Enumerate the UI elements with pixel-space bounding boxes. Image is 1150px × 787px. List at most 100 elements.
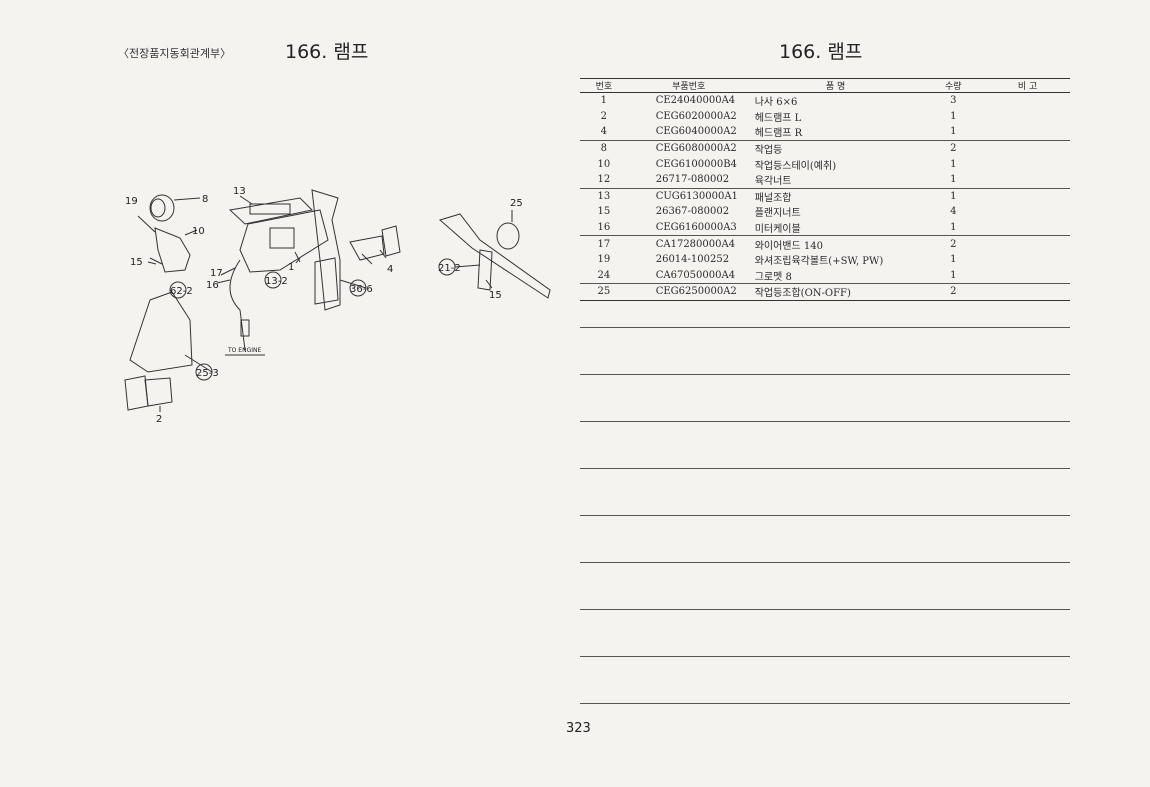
row-note [985,283,1070,301]
row-no: 12 [597,174,611,186]
callout-16: 16 [206,280,219,291]
ruled-line [580,327,1070,328]
exploded-parts-diagram: 19 8 10 15 62-2 13 17 16 13-2 1 36-6 4 2… [100,180,570,440]
ruled-line [580,609,1070,610]
work-lamp-assy-shape [496,222,520,250]
col-header-qty: 수량 [921,78,986,93]
parts-table: 번호 부품번호 품 명 수량 비 고 1 CE24040000A4 나사 6×6… [580,78,1070,301]
row-note [985,235,1070,252]
row-no: 17 [580,235,628,252]
callout-10: 10 [192,226,205,237]
row-part: CEG6250000A2 [627,283,750,301]
row-no: 15 [597,206,611,218]
ruled-line [580,374,1070,375]
row-no: 25 [580,283,628,301]
callout-15: 15 [130,257,143,268]
ruled-line [580,703,1070,704]
row-no: 10 [597,158,611,170]
row-note [985,252,1070,268]
callout-62-2: 62-2 [170,286,193,297]
callout-21-2: 21-2 [438,263,461,274]
row-note [985,93,1070,109]
callout-36-6: 36-6 [350,284,373,295]
row-no: 4 [600,126,608,138]
panel-bracket-shape [239,209,329,273]
row-no: 24 [597,269,611,281]
col-header-note: 비 고 [985,78,1070,93]
row-no: 19 [597,254,611,266]
col-header-no: 번호 [580,78,628,93]
parts-table-wrapper: 번호 부품번호 품 명 수량 비 고 1 CE24040000A4 나사 6×6… [580,78,1070,301]
table-row: 24 CA67050000A4 그로멧 8 1 [580,268,1070,284]
callout-15b: 15 [489,290,502,301]
engine-label: TO ENGINE [227,347,261,354]
work-lamp-shape [149,194,175,222]
row-name: 와셔조립육각볼트(+SW, PW) [754,256,884,268]
row-no: 8 [580,139,628,157]
row-qty: 4 [950,206,957,218]
table-row: 12 26717-080002 육각너트 1 [580,172,1070,188]
row-qty: 1 [950,126,957,138]
left-page-title: 166. 램프 [285,41,369,63]
row-name: 작업등스테이(예취) [754,160,837,172]
row-qty: 2 [921,139,986,157]
callout-17: 17 [210,268,223,279]
row-name: 나사 6×6 [754,97,798,109]
row-note [985,124,1070,140]
row-name: 작업등조합(ON-OFF) [749,283,922,301]
table-row: 25 CEG6250000A2 작업등조합(ON-OFF) 2 [580,283,1070,301]
ruled-line [580,656,1070,657]
headlamp-l-shape [124,375,149,411]
ruled-line [580,562,1070,563]
row-name: 헤드램프 L [754,112,802,124]
lamp-stay-shape [154,227,191,273]
meter-cable-shape [229,259,246,351]
row-note [985,172,1070,188]
row-no: 13 [580,187,628,205]
row-no: 2 [600,110,608,122]
row-note [985,220,1070,236]
row-qty: 1 [950,158,957,170]
table-row: 19 26014-100252 와셔조립육각볼트(+SW, PW) 1 [580,252,1070,268]
row-note [985,204,1070,220]
callout-13-2: 13-2 [265,276,288,287]
row-name: 미터케이블 [754,224,801,236]
row-qty: 3 [950,95,957,107]
callout-19: 19 [125,196,138,207]
table-row: 10 CEG6100000B4 작업등스테이(예취) 1 [580,156,1070,172]
headlamp-r-shape [381,225,401,257]
row-part: CA17280000A4 [627,235,750,252]
row-part: CEG6080000A2 [627,139,750,157]
row-part: 26014-100252 [655,254,730,266]
row-qty: 2 [921,235,986,252]
table-row: 2 CEG6020000A2 헤드램프 L 1 [580,109,1070,125]
callout-13: 13 [233,186,246,197]
row-no: 1 [600,95,608,107]
callout-8: 8 [202,194,208,205]
col-header-part: 부품번호 [627,78,750,93]
row-qty: 1 [921,187,986,205]
row-part: CEG6040000A2 [655,126,737,138]
table-row: 17 CA17280000A4 와이어밴드 140 2 [580,235,1070,252]
rail-shape [438,213,551,299]
callout-4: 4 [387,264,393,275]
table-row: 4 CEG6040000A2 헤드램프 R 1 [580,124,1070,140]
row-name: 패널조합 [749,187,922,205]
row-qty: 2 [921,283,986,301]
ruled-line [580,515,1070,516]
ruled-line [580,468,1070,469]
callout-25-3: 25-3 [196,368,219,379]
row-part: CUG6130000A1 [627,187,750,205]
table-header-row: 번호 부품번호 품 명 수량 비 고 [580,78,1070,93]
row-no: 16 [597,222,611,234]
table-row: 1 CE24040000A4 나사 6×6 3 [580,93,1070,109]
row-part: CEG6160000A3 [655,222,737,234]
row-note [985,139,1070,157]
row-note [985,187,1070,205]
seat-back-shape [129,291,193,373]
row-note [985,109,1070,125]
row-qty: 1 [950,174,957,186]
table-row: 13 CUG6130000A1 패널조합 1 [580,187,1070,205]
row-part: CE24040000A4 [655,95,736,107]
